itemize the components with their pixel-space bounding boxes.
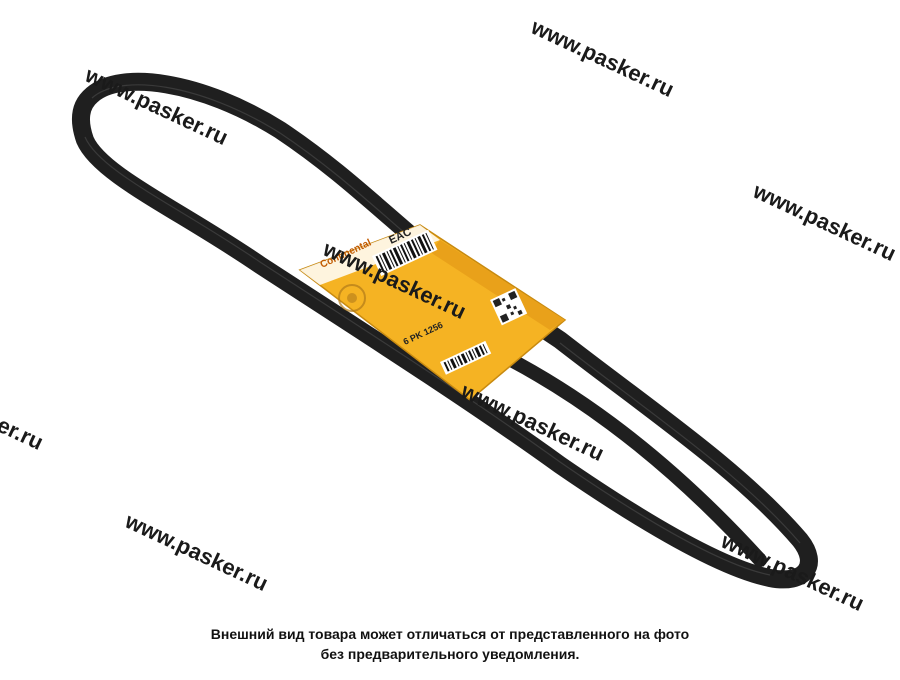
disclaimer-line-1: Внешний вид товара может отличаться от п… [210,626,690,642]
product-label: Continental EAC 6 PK 1256 [298,224,567,401]
disclaimer-line-2: без предварительного уведомления. [320,646,580,662]
ribbed-belt [71,72,818,589]
